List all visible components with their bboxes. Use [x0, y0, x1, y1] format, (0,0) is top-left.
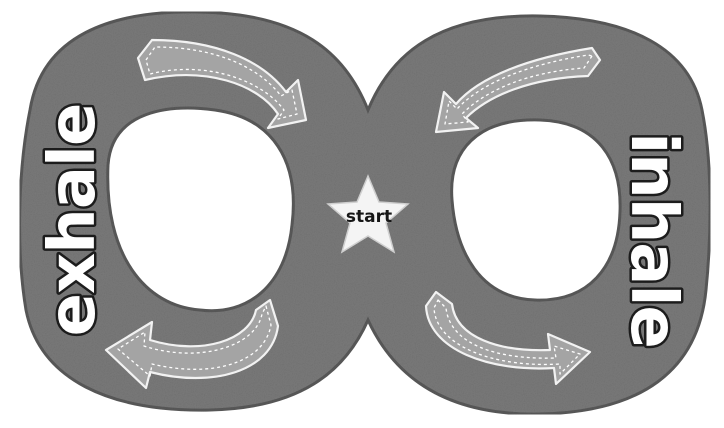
exhale-label: exhale	[36, 104, 110, 337]
inhale-label: inhale	[616, 132, 690, 348]
start-label: start	[346, 207, 392, 227]
